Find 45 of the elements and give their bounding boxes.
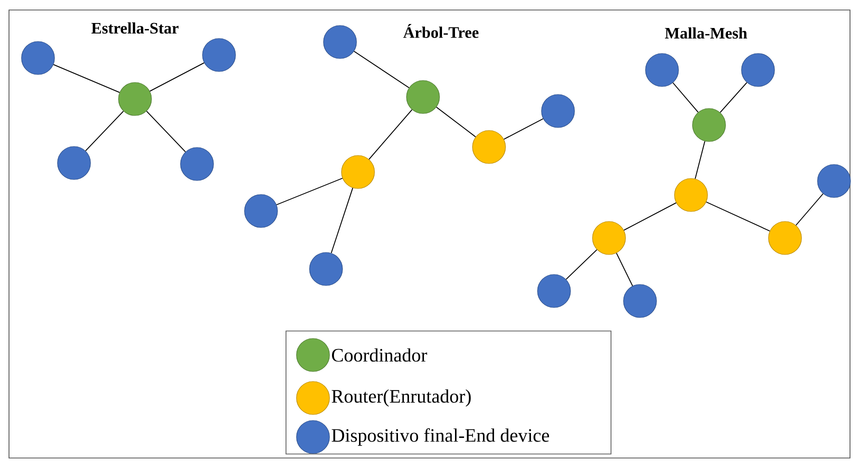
connector-line xyxy=(368,109,412,160)
network-node xyxy=(309,252,343,286)
network-node xyxy=(537,274,571,308)
network-node xyxy=(541,94,575,128)
network-node xyxy=(180,147,214,181)
section-title: Malla-Mesh xyxy=(664,27,748,39)
connector-line xyxy=(503,118,544,140)
network-node xyxy=(323,25,357,59)
legend-label: Router(Enrutador) xyxy=(332,389,471,407)
connector-line xyxy=(616,252,634,286)
connector-line xyxy=(623,202,677,231)
connector-line xyxy=(566,249,598,280)
connector-line xyxy=(354,50,410,88)
network-node xyxy=(692,108,726,142)
network-node xyxy=(244,194,278,228)
network-node xyxy=(21,41,55,75)
network-node xyxy=(118,82,152,116)
network-node xyxy=(57,146,91,180)
connector-line xyxy=(706,202,770,232)
network-node xyxy=(592,221,626,255)
connector-line xyxy=(436,106,476,138)
network-node xyxy=(202,38,236,72)
network-node xyxy=(645,53,679,87)
network-node xyxy=(406,80,440,114)
legend-label: Dispositivo final-End device xyxy=(332,428,550,446)
connector-line xyxy=(149,62,205,92)
connector-line xyxy=(330,188,354,254)
connector-line xyxy=(672,82,699,113)
connector-line xyxy=(53,64,120,93)
network-node xyxy=(341,155,375,189)
connector-line xyxy=(276,178,343,206)
network-node xyxy=(674,178,708,212)
section-title: Árbol-Tree xyxy=(403,24,478,38)
connector-line xyxy=(694,140,706,180)
network-node xyxy=(768,221,802,255)
network-node xyxy=(472,130,506,164)
section-title: Estrella-Star xyxy=(91,22,178,34)
network-node xyxy=(623,284,657,318)
connector-line xyxy=(720,82,748,113)
legend-label: Coordinador xyxy=(332,348,428,362)
network-node xyxy=(741,53,775,87)
network-node xyxy=(817,164,851,198)
connector-line xyxy=(146,110,186,152)
connector-line xyxy=(796,193,824,226)
connector-line xyxy=(85,110,124,152)
